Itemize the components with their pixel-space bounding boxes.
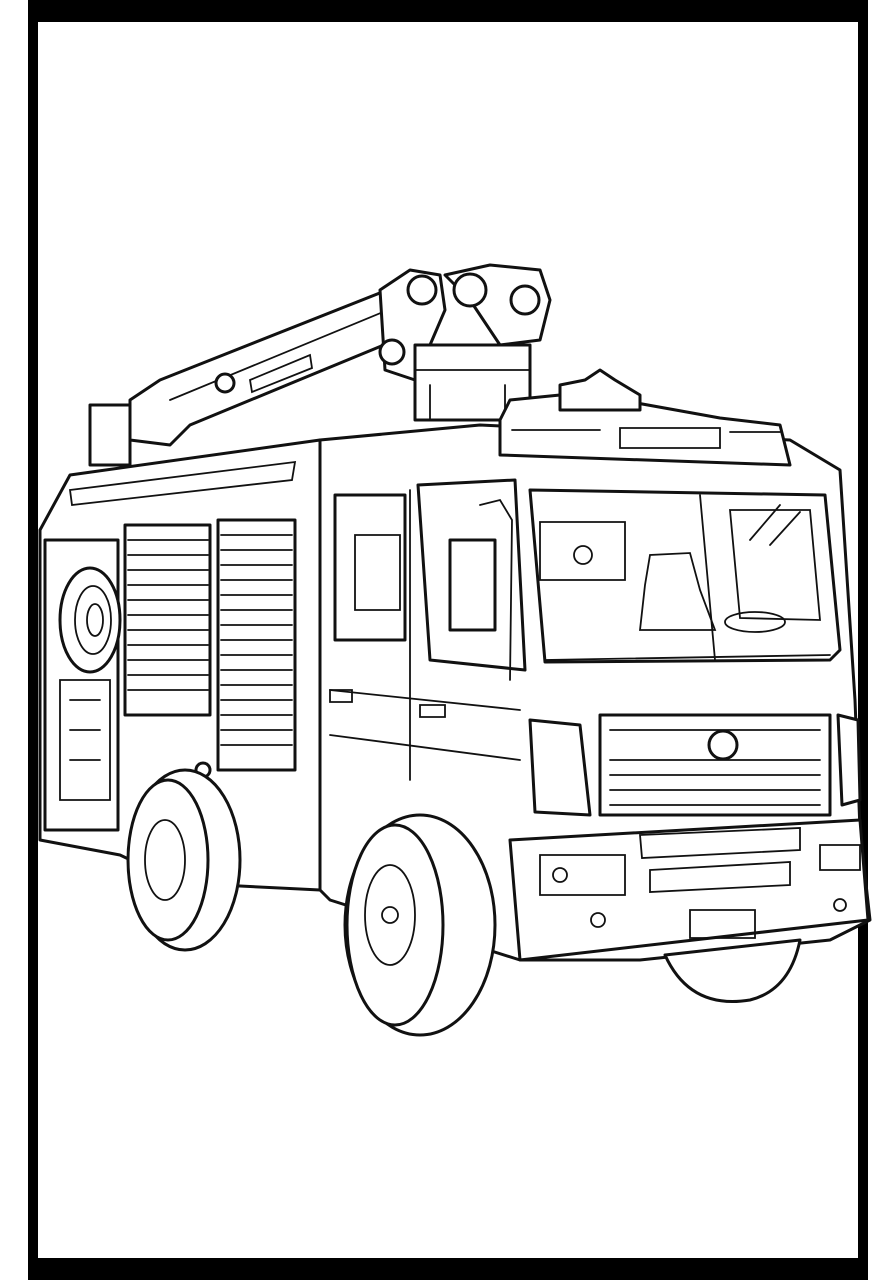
front-right-wheel [663,938,802,1003]
rear-compartment [38,438,322,902]
rear-wheel [126,768,242,952]
ladder-boom [88,263,552,467]
fire-truck-illustration [38,263,872,1037]
front-wheel [343,813,497,1037]
cab [318,368,872,962]
